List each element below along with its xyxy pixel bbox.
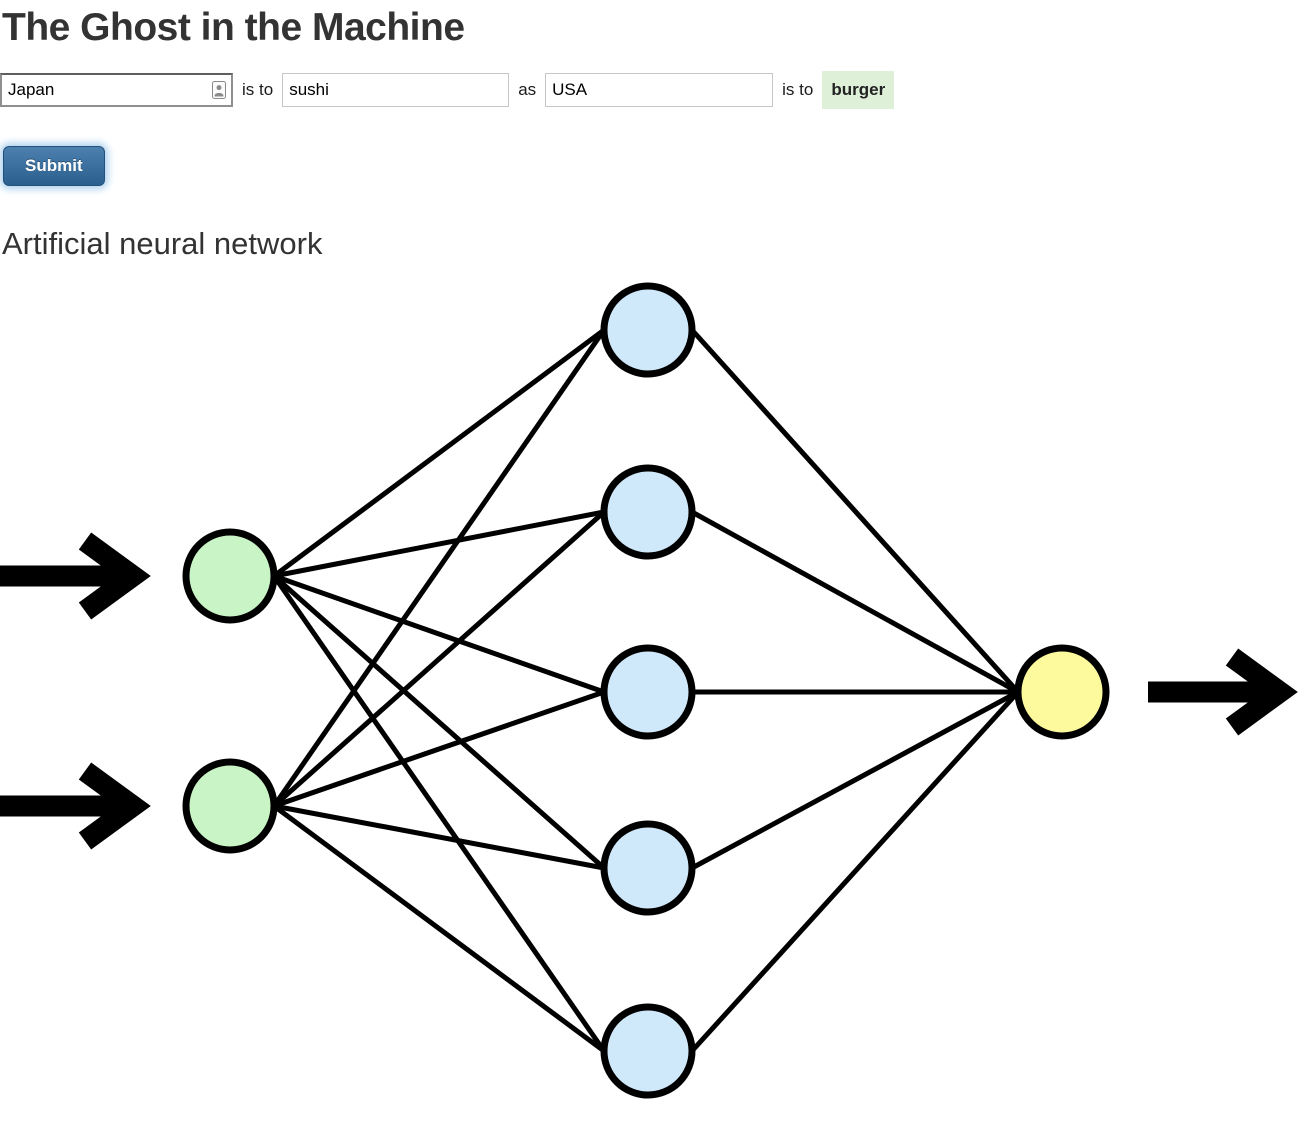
edge-hidden-2-output-1: [690, 509, 1020, 695]
edge-input-2-hidden-2: [272, 510, 606, 808]
edge-hidden-1-output-1: [690, 328, 1020, 694]
section-heading: Artificial neural network: [2, 225, 323, 261]
hidden-1-node: [600, 282, 696, 378]
edge-input-1-hidden-2: [273, 509, 605, 579]
hidden-4-node: [600, 820, 696, 916]
hidden-3-node: [600, 644, 696, 740]
term-c-input[interactable]: [545, 72, 774, 107]
edge-input-2-hidden-5: [272, 803, 606, 1054]
term-c-wrap: [545, 72, 774, 107]
is-to-label-2: is to: [782, 79, 814, 99]
edge-hidden-4-output-1: [690, 689, 1020, 871]
as-label: as: [518, 79, 537, 99]
edge-input-1-hidden-5: [271, 574, 607, 1053]
edge-hidden-5-output-1: [690, 690, 1020, 1053]
term-b-wrap: [282, 72, 510, 107]
submit-row: Submit: [3, 145, 1307, 186]
output-1-node: [1014, 644, 1110, 740]
input-arrow-1-head: [78, 532, 151, 620]
submit-button[interactable]: Submit: [3, 145, 105, 186]
edge-input-1-hidden-1: [272, 327, 606, 579]
is-to-label-1: is to: [242, 79, 274, 99]
output-arrow-head: [1225, 648, 1298, 736]
edge-input-1-hidden-3: [273, 573, 605, 695]
autofill-contact-icon[interactable]: [212, 80, 226, 99]
page-title: The Ghost in the Machine: [2, 6, 465, 49]
analogy-form: is to as is to burger: [0, 70, 1307, 109]
term-a-wrap: [0, 72, 233, 107]
analogy-result: burger: [822, 70, 895, 109]
term-b-input[interactable]: [282, 72, 510, 107]
input-2-node: [182, 758, 278, 854]
network-svg: [0, 282, 1298, 1099]
term-a-input[interactable]: [0, 72, 233, 107]
edge-input-2-hidden-4: [273, 803, 605, 871]
edge-input-2-hidden-3: [273, 689, 605, 809]
hidden-5-node: [600, 1003, 696, 1099]
input-arrow-2-head: [78, 762, 151, 850]
hidden-2-node: [600, 464, 696, 560]
input-1-node: [182, 528, 278, 624]
edge-input-2-hidden-1: [271, 328, 607, 808]
edge-input-1-hidden-4: [272, 574, 606, 870]
